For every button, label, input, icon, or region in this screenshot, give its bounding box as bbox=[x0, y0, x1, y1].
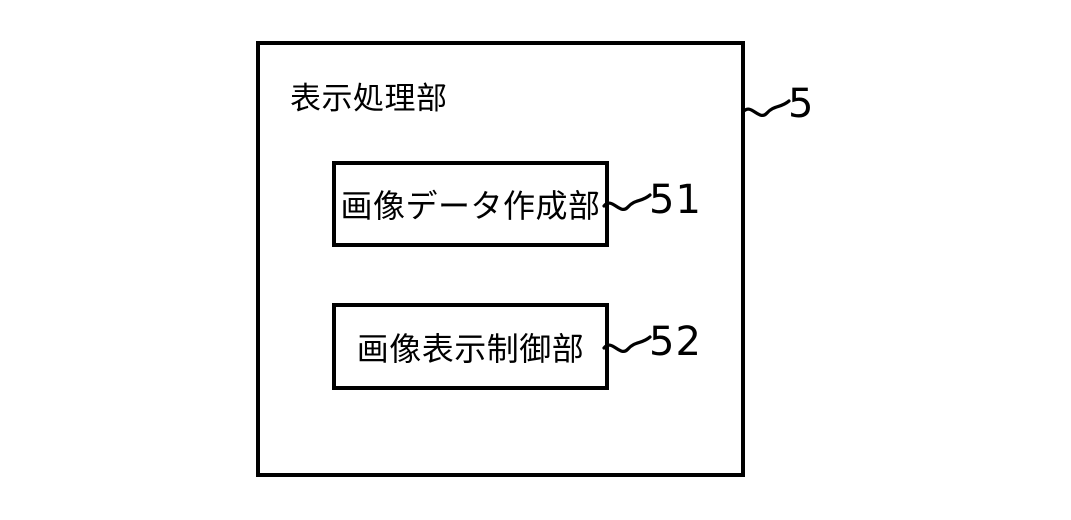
reference-numeral-52: 52 bbox=[649, 319, 702, 365]
reference-numeral-5: 5 bbox=[788, 81, 815, 127]
reference-numeral-51: 51 bbox=[649, 177, 702, 223]
image-display-control-unit-block: 画像表示制御部 bbox=[332, 303, 609, 390]
image-display-control-unit-label: 画像表示制御部 bbox=[356, 329, 585, 368]
image-data-creation-unit-label: 画像データ作成部 bbox=[340, 187, 601, 225]
display-processing-unit-block: 表示処理部 画像データ作成部 画像表示制御部 bbox=[256, 41, 745, 477]
leader-line-5 bbox=[741, 96, 793, 126]
display-processing-unit-title: 表示処理部 bbox=[290, 81, 448, 117]
image-data-creation-unit-block: 画像データ作成部 bbox=[332, 161, 609, 247]
